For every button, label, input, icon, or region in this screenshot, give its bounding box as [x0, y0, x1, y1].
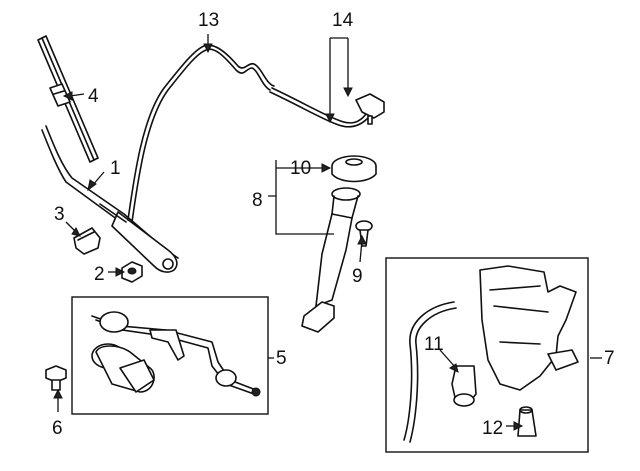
- retaining-clip: [355, 220, 373, 247]
- callout-9: 9: [352, 266, 363, 287]
- arm-cover-cap: [73, 227, 101, 255]
- hose-and-nozzle: [269, 87, 385, 128]
- callout-13: 13: [198, 10, 219, 31]
- callout-14: 14: [332, 10, 354, 31]
- washer-hose: [127, 44, 275, 223]
- wiper-motor-linkage: [71, 296, 269, 415]
- nut: [121, 261, 143, 283]
- wiper-arm: [41, 125, 179, 273]
- callout-12: 12: [482, 418, 503, 439]
- callout-5: 5: [276, 348, 287, 369]
- reservoir-cap: [331, 155, 377, 183]
- wiper-blade: [37, 35, 99, 163]
- callout-3: 3: [54, 204, 65, 225]
- reservoir-group-box: [385, 257, 589, 453]
- filler-neck: [301, 187, 361, 333]
- callout-10: 10: [290, 158, 311, 179]
- callout-8: 8: [252, 190, 263, 211]
- callout-4: 4: [88, 86, 99, 107]
- callout-11: 11: [424, 334, 444, 355]
- leader-lines: [53, 34, 524, 431]
- washer-reservoir-group: [385, 257, 589, 453]
- callout-1: 1: [110, 158, 121, 179]
- callout-7: 7: [604, 348, 615, 369]
- bolt: [45, 365, 67, 391]
- callout-6: 6: [52, 418, 63, 439]
- callout-labels: 1 2 3 4 5 6 7 8 9 10 11 12 13 14: [52, 10, 615, 439]
- linkage-group-box: [71, 296, 269, 415]
- callout-2: 2: [94, 264, 105, 285]
